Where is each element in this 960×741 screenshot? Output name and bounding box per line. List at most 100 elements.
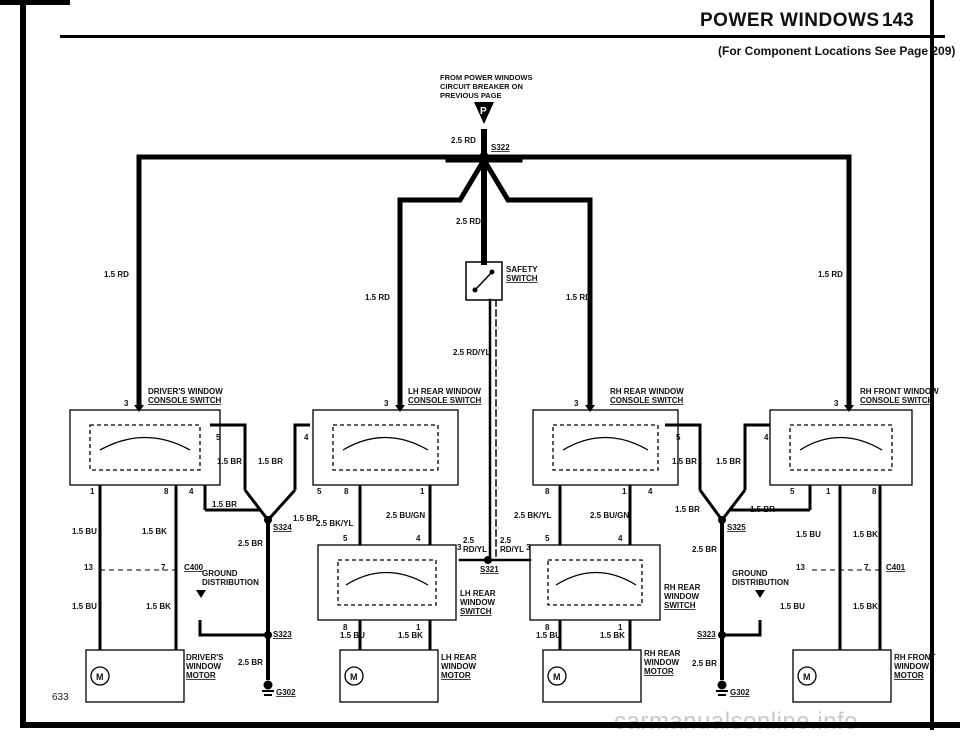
wire-lhr-bkyl: 2.5 BK/YL [316, 519, 353, 528]
rhf-motor-line-3: MOTOR [894, 671, 924, 680]
connector-c400-label: C400 [184, 563, 204, 572]
source-line-1: FROM POWER WINDOWS [440, 73, 533, 82]
lhr-motor-line-1: LH REAR [441, 653, 477, 662]
ground-dist-left-line-2: DISTRIBUTION [202, 578, 259, 587]
wire-label-left-rd: 1.5 RD [104, 270, 129, 279]
rhr-motor-line-1: RH REAR [644, 649, 681, 658]
wire-rhr-br-25b: 2.5 BR [692, 659, 717, 668]
wire-rhf-bk-1: 1.5 BK [853, 530, 878, 539]
pin-1-rhf: 1 [826, 487, 831, 496]
splice-s323-left-label: S323 [273, 630, 292, 639]
wire-rhr-bu: 1.5 BU [536, 631, 561, 640]
wire-drv-br-2: 1.5 BR [258, 457, 283, 466]
page-number: 143 [882, 10, 914, 31]
rhr-motor-m: M [553, 672, 561, 682]
safety-switch-line-2: SWITCH [506, 274, 538, 283]
pin-3-rhr-sw: 3 [526, 543, 531, 552]
wire-rhr-bugn: 2.5 BU/GN [590, 511, 629, 520]
rhf-motor-m: M [803, 672, 811, 682]
pin-4-lhr-sw: 4 [416, 534, 421, 543]
safety-switch-line-1: SAFETY [506, 265, 538, 274]
rhf-motor-line-2: WINDOW [894, 662, 930, 671]
wire-lhr-bugn: 2.5 BU/GN [386, 511, 425, 520]
pin-5-rhf: 5 [790, 487, 795, 496]
ground-dist-left-line-1: GROUND [202, 569, 238, 578]
wire-drv-bk-1: 1.5 BK [142, 527, 167, 536]
ground-dist-right-arrow [755, 590, 765, 598]
pin-1-lhr: 1 [420, 487, 425, 496]
wire-rhr-25: 2.5 [500, 536, 512, 545]
pin-1-lhr-sw: 1 [416, 623, 421, 632]
pin-7-rhf: 7 [864, 563, 869, 572]
lhr-motor-line-3: MOTOR [441, 671, 471, 680]
splice-s322-label: S322 [491, 143, 510, 152]
rear-window-switch-boxes [317, 544, 661, 621]
pin-13-rhf: 13 [796, 563, 805, 572]
rhr-motor-line-2: WINDOW [644, 658, 680, 667]
lhr-window-switch-line-3: SWITCH [460, 607, 492, 616]
ground-g302-left: G302 [276, 688, 296, 697]
ground-symbols [262, 680, 728, 696]
pin-5-driver: 5 [216, 433, 221, 442]
wire-label-rhr-rd: 1.5 RD [566, 293, 591, 302]
ground-g302-right: G302 [730, 688, 750, 697]
pin-3-lhr-sw: 3 [457, 543, 462, 552]
rhr-window-switch-line-3: SWITCH [664, 601, 696, 610]
wire-label-right-rd: 1.5 RD [818, 270, 843, 279]
wire-rhr-br-25: 2.5 BR [692, 545, 717, 554]
wire-drv-br-3: 1.5 BR [212, 500, 237, 509]
ground-dist-right-line-1: GROUND [732, 569, 768, 578]
driver-motor-m: M [96, 672, 104, 682]
pin-3-driver: 3 [124, 399, 129, 408]
lhr-motor-m: M [350, 672, 358, 682]
pin-7-driver: 7 [161, 563, 166, 572]
pin-8-lhr: 8 [344, 487, 349, 496]
wire-drv-br-1: 1.5 BR [217, 457, 242, 466]
rhf-console-line-1: RH FRONT WINDOW [860, 387, 939, 396]
console-feed-pins [134, 405, 854, 412]
wire-lhr-rdyl: RD/YL [463, 545, 487, 554]
wire-drv-bk-2: 1.5 BK [146, 602, 171, 611]
page-subtitle: (For Component Locations See Page 209) [718, 44, 956, 58]
wire-rhr-bk: 1.5 BK [600, 631, 625, 640]
pin-8-lhr-sw: 8 [343, 623, 348, 632]
driver-switch-line-2: CONSOLE SWITCH [148, 396, 222, 405]
splice-s321-label: S321 [480, 565, 499, 574]
rhf-motor-line-1: RH FRONT [894, 653, 935, 662]
wire-rhr-bkyl: 2.5 BK/YL [514, 511, 551, 520]
lhr-window-switch-line-1: LH REAR [460, 589, 496, 598]
wire-label-rd-yl: 2.5 RD/YL [453, 348, 490, 357]
pin-3-lhr: 3 [384, 399, 389, 408]
motor-boxes [85, 649, 892, 703]
wire-drv-bu-1: 1.5 BU [72, 527, 97, 536]
pin-5-rhr-sw: 5 [545, 534, 550, 543]
lhr-window-switch-line-2: WINDOW [460, 598, 496, 607]
lhr-console-line-1: LH REAR WINDOW [408, 387, 481, 396]
console-switch-boxes [69, 409, 913, 486]
wire-label-feed-rd: 2.5 RD [456, 217, 481, 226]
pin-5-lhr: 5 [317, 487, 322, 496]
pin-1-driver: 1 [90, 487, 95, 496]
pin-4-rhr-sw: 4 [618, 534, 623, 543]
rhr-motor-line-3: MOTOR [644, 667, 674, 676]
source-connector: P FROM POWER WINDOWS CIRCUIT BREAKER ON … [440, 73, 533, 124]
pin-4-driver: 4 [189, 487, 194, 496]
splice-s324-label: S324 [273, 523, 292, 532]
wire-rhf-bu-2: 1.5 BU [780, 602, 805, 611]
wire-rhr-br-4: 1.5 BR [750, 505, 775, 514]
wire-rhf-bk-2: 1.5 BK [853, 602, 878, 611]
main-harness [136, 129, 852, 562]
pin-4-rhr: 4 [648, 487, 653, 496]
lhr-console-line-2: CONSOLE SWITCH [408, 396, 482, 405]
driver-motor-line-1: DRIVER'S [186, 653, 224, 662]
rhr-window-switch-line-2: WINDOW [664, 592, 700, 601]
wire-drv-br-25b: 2.5 BR [238, 658, 263, 667]
source-connector-letter: P [480, 106, 487, 117]
pin-3-rhf: 3 [834, 399, 839, 408]
wire-drv-br-4: 1.5 BR [293, 514, 318, 523]
safety-switch [465, 261, 503, 301]
connector-c401-label: C401 [886, 563, 906, 572]
wire-lhr-bu: 1.5 BU [340, 631, 365, 640]
